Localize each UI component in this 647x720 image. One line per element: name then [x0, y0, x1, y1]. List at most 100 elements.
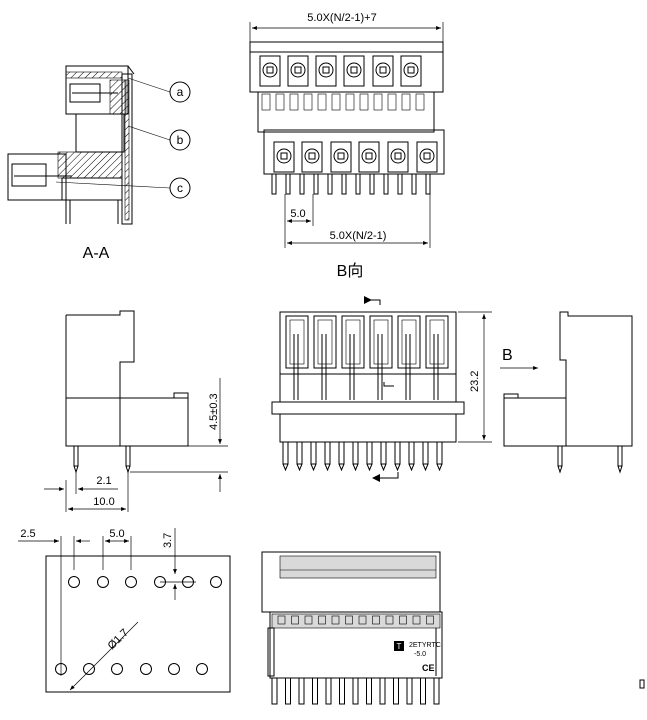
svg-text:T: T — [397, 642, 402, 651]
terminal-cell — [315, 55, 337, 87]
terminal-cell — [301, 141, 323, 173]
fin — [317, 93, 327, 111]
front-pin-tip — [380, 463, 387, 472]
terminal-cell — [416, 141, 438, 173]
marking-ce: CE — [422, 663, 435, 673]
front-pin — [310, 441, 317, 465]
front-pin — [394, 441, 401, 465]
screw-circle — [361, 148, 377, 164]
pin — [369, 173, 375, 195]
fin — [415, 93, 425, 111]
iso-pin — [433, 677, 440, 705]
pin — [383, 173, 389, 195]
fin — [373, 93, 383, 111]
screw-slot — [294, 66, 302, 74]
front-slot-inner — [429, 319, 445, 365]
marking-model: 2ETYRTC — [409, 642, 441, 649]
iso-pin — [298, 677, 305, 705]
front-pin — [366, 441, 373, 465]
screw-circle — [403, 62, 419, 78]
screw-circle — [318, 62, 334, 78]
terminal-cell — [343, 55, 365, 87]
pcb-hole — [83, 663, 95, 675]
dim-hole-dia: Ø1.7 — [106, 627, 131, 652]
pcb-hole — [111, 663, 123, 675]
front-pin — [324, 441, 331, 465]
marking-pitch: -5.0 — [414, 651, 426, 658]
dim-side-height: 4.5±0.3 — [208, 393, 220, 430]
iso-pin — [325, 677, 332, 705]
iso-tooth — [318, 615, 326, 625]
dim-top-width: 5.0X(N/2-1)+7 — [307, 12, 376, 24]
front-pin-tip — [436, 463, 443, 472]
iso-tooth — [372, 615, 380, 625]
front-pin — [436, 441, 443, 465]
screw-circle — [276, 148, 292, 164]
screw-circle — [390, 148, 406, 164]
iso-pin — [339, 677, 345, 705]
front-slot-inner — [317, 319, 333, 365]
front-pin — [338, 441, 345, 465]
pin — [355, 173, 361, 195]
screw-slot — [407, 66, 415, 74]
fin — [261, 93, 271, 111]
front-slot — [369, 315, 393, 369]
screw-slot — [379, 66, 387, 74]
iso-tooth — [412, 615, 421, 625]
callout-a: a — [177, 85, 184, 99]
dim-pcb-pitch: 5.0 — [109, 528, 124, 540]
fin — [303, 93, 313, 111]
pcb-hole — [210, 576, 222, 588]
iso-pin — [271, 677, 278, 705]
screw-slot — [365, 152, 373, 160]
fin — [275, 93, 285, 111]
screw-circle — [419, 148, 435, 164]
section-label: A-A — [83, 245, 110, 262]
front-pin-tip — [282, 463, 289, 472]
iso-pin — [420, 677, 426, 705]
terminal-cell — [372, 55, 394, 87]
screw-slot — [350, 66, 358, 74]
front-pin-tip — [408, 463, 415, 472]
iso-pin — [393, 677, 399, 705]
front-pin-tip — [310, 463, 317, 472]
screw-slot — [423, 152, 431, 160]
pcb-hole — [97, 576, 109, 588]
screw-circle — [304, 148, 320, 164]
iso-tooth — [331, 615, 340, 625]
pin — [271, 173, 277, 195]
front-slot — [341, 315, 365, 369]
terminal-cell — [287, 55, 309, 87]
section-aa-view: a b c A-A — [7, 65, 191, 262]
pcb-hole — [168, 663, 180, 675]
iso-pin — [352, 677, 359, 705]
side-view-right: B — [500, 311, 633, 474]
front-pin — [296, 441, 303, 465]
front-pin-tip — [366, 463, 373, 472]
iso-tooth — [291, 615, 299, 625]
terminal-cell — [273, 141, 295, 173]
iso-tooth — [358, 615, 367, 625]
iso-pin — [285, 677, 291, 705]
pin — [341, 173, 347, 195]
pin — [285, 173, 291, 195]
dim-span-bottom: 5.0X(N/2-1) — [330, 230, 387, 242]
iso-pin — [312, 677, 318, 705]
iso-tooth — [426, 615, 434, 625]
terminal-cell — [259, 55, 281, 87]
front-slot — [285, 315, 309, 369]
pcb-hole — [196, 663, 208, 675]
fin — [331, 93, 341, 111]
front-slot — [425, 315, 449, 369]
view-b-label: B向 — [337, 262, 364, 280]
front-pin-tip — [352, 463, 359, 472]
iso-pin — [406, 677, 413, 705]
iso-pin — [366, 677, 372, 705]
fin — [345, 93, 355, 111]
pin — [299, 173, 305, 195]
pcb-hole — [140, 663, 152, 675]
front-slot-inner — [373, 319, 389, 365]
iso-view: T 2ETYRTC -5.0 CE — [261, 551, 645, 705]
pin — [411, 173, 417, 195]
screw-slot — [280, 152, 288, 160]
